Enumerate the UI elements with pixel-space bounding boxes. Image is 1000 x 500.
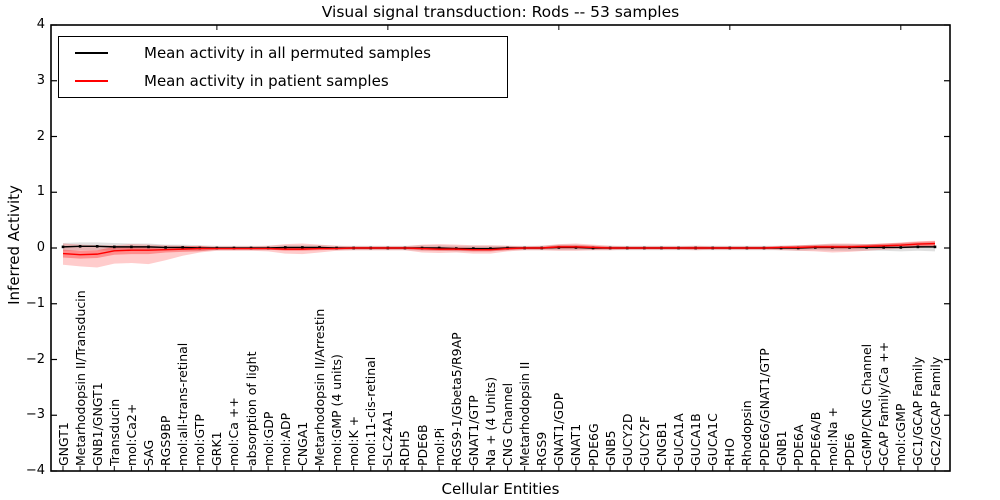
x-tick-label: mol:Ca ++ bbox=[226, 397, 242, 466]
x-tick-label: CNGB1 bbox=[653, 421, 669, 466]
data-point-marker bbox=[164, 246, 167, 249]
x-tick-label: GNB1/GNGT1 bbox=[89, 382, 105, 466]
x-tick-label: Transducin bbox=[106, 398, 122, 466]
x-tick-label: GUCA1B bbox=[688, 413, 704, 466]
x-tick-label: PDE6G bbox=[585, 423, 601, 466]
x-tick-label: GUCY2F bbox=[636, 415, 652, 466]
x-tick-label: GNAT1/GTP bbox=[465, 395, 481, 466]
x-tick-label: GUCA1C bbox=[705, 413, 721, 466]
legend: Mean activity in all permuted samples Me… bbox=[58, 36, 508, 98]
x-tick-label: CNGA1 bbox=[294, 421, 310, 466]
x-tick-label: PDE6A/B bbox=[807, 411, 823, 466]
data-point-marker bbox=[147, 245, 150, 249]
data-point-marker bbox=[916, 245, 920, 249]
x-tick-label: Rhodopsin bbox=[739, 400, 755, 466]
x-tick-label: Na + (4 Units) bbox=[482, 376, 498, 466]
x-tick-label: GNB5 bbox=[602, 430, 618, 466]
x-tick-label: GUCY2D bbox=[619, 413, 635, 466]
x-tick-label: absorption of light bbox=[243, 351, 259, 466]
x-tick-label: SLC24A1 bbox=[380, 409, 396, 466]
x-tick-label: PDE6 bbox=[842, 432, 857, 466]
x-tick-label: mol:all-trans-retinal bbox=[175, 342, 191, 466]
y-tick-label: −3 bbox=[25, 407, 45, 423]
x-tick-label: mol:ADP bbox=[277, 412, 293, 466]
data-point-marker bbox=[437, 246, 441, 250]
data-point-marker bbox=[283, 246, 287, 249]
legend-label-patient: Mean activity in patient samples bbox=[144, 72, 389, 90]
x-tick-label: CNG Channel bbox=[500, 382, 516, 466]
data-point-marker bbox=[882, 246, 886, 249]
x-tick-label: GC1/GCAP Family bbox=[910, 356, 926, 466]
x-tick-label: mol:Pi bbox=[431, 427, 447, 466]
y-tick-label: 3 bbox=[36, 72, 45, 88]
data-point-marker bbox=[865, 246, 868, 249]
x-tick-label: mol:GMP (4 units) bbox=[329, 354, 345, 466]
legend-line-red-icon bbox=[75, 80, 108, 82]
series-line-patient bbox=[62, 242, 936, 256]
x-tick-label: SAG bbox=[140, 439, 156, 466]
legend-entry-permuted: Mean activity in all permuted samples bbox=[59, 39, 507, 67]
chart-title: Visual signal transduction: Rods -- 53 s… bbox=[321, 3, 680, 21]
x-tick-label: RGS9 bbox=[534, 431, 550, 466]
legend-line-black-icon bbox=[75, 52, 108, 54]
x-tick-label: mol:GDP bbox=[260, 411, 276, 466]
y-tick-label: −2 bbox=[25, 351, 45, 367]
y-tick-label: −1 bbox=[25, 295, 45, 311]
data-point-marker bbox=[301, 246, 304, 249]
legend-label-permuted: Mean activity in all permuted samples bbox=[144, 44, 431, 62]
data-point-marker bbox=[130, 245, 133, 249]
x-tick-label: mol:11-cis-retinal bbox=[363, 356, 379, 466]
x-tick-label: GCAP Family/Ca ++ bbox=[876, 341, 892, 466]
x-tick-label: Metarhodopsin II bbox=[517, 361, 533, 466]
x-tick-label: Metarhodopsin II/Transducin bbox=[72, 290, 88, 466]
x-tick-label: RHO bbox=[722, 438, 738, 466]
patient-samples-std-band-outer bbox=[63, 240, 935, 268]
x-tick-label: mol:cGMP bbox=[893, 403, 909, 466]
x-tick-label: GNGT1 bbox=[55, 422, 71, 466]
x-tick-label: GNAT1 bbox=[568, 423, 584, 466]
legend-entry-patient: Mean activity in patient samples bbox=[59, 67, 507, 95]
y-tick-label: −4 bbox=[25, 463, 45, 478]
data-point-marker bbox=[933, 245, 937, 249]
data-point-marker bbox=[61, 245, 65, 249]
data-point-marker bbox=[472, 247, 475, 250]
x-tick-label: RDH5 bbox=[397, 430, 413, 466]
y-tick-label: 4 bbox=[36, 17, 45, 32]
patient-samples-std-band-inner bbox=[63, 241, 935, 259]
x-tick-label: Metarhodopsin II/Arrestin bbox=[311, 308, 327, 466]
data-point-marker bbox=[489, 247, 492, 250]
y-tick-label: 2 bbox=[36, 128, 45, 144]
x-tick-label: mol:Ca2+ bbox=[123, 403, 139, 466]
y-tick-label: 1 bbox=[36, 184, 45, 200]
x-axis-label: Cellular Entities bbox=[441, 480, 560, 498]
x-tick-label: cGMP/CNG Channel bbox=[859, 343, 875, 466]
data-point-marker bbox=[318, 246, 321, 249]
x-tick-label: mol:K + bbox=[346, 415, 362, 466]
x-tick-label: mol:GTP bbox=[192, 414, 208, 466]
data-point-marker bbox=[78, 245, 82, 248]
x-tick-label: PDE6B bbox=[414, 424, 430, 466]
data-point-marker bbox=[181, 246, 184, 249]
x-tick-label: RGS9BP bbox=[158, 415, 174, 466]
x-tick-label: GNB1 bbox=[773, 430, 789, 466]
x-tick-label: mol:Na + bbox=[824, 407, 840, 466]
y-tick-label: 0 bbox=[36, 240, 45, 255]
x-tick-label: GC2/GCAP Family bbox=[927, 356, 943, 466]
x-tick-label: RGS9-1/Gbeta5/R9AP bbox=[448, 332, 464, 466]
x-tick-label: PDE6A bbox=[790, 424, 806, 466]
data-point-marker bbox=[112, 245, 116, 249]
data-point-marker bbox=[95, 245, 99, 248]
x-tick-label: GUCA1A bbox=[671, 413, 687, 466]
x-tick-label: GNAT1/GDP bbox=[551, 392, 567, 466]
data-point-marker bbox=[899, 246, 903, 249]
x-tick-label: PDE6G/GNAT1/GTP bbox=[756, 348, 772, 466]
x-tick-label: GRK1 bbox=[209, 431, 225, 466]
